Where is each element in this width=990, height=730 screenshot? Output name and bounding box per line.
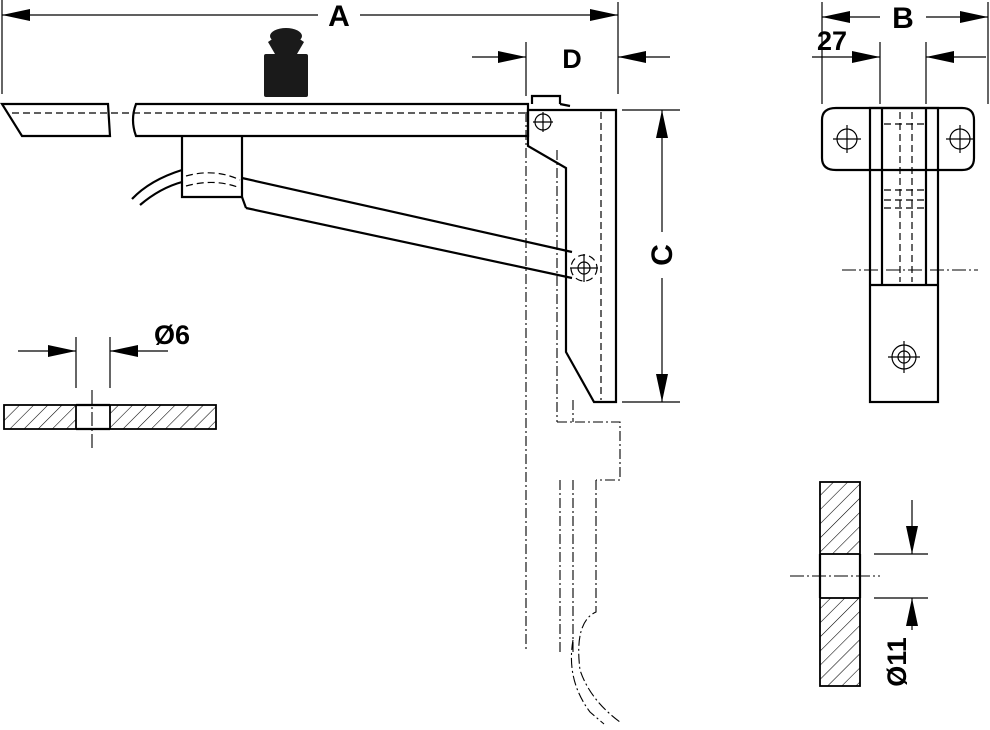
arm-mount [180,136,244,199]
release-lever [131,168,183,200]
folded-phantom [525,112,621,725]
hole-detail-d6: Ø6 [3,320,217,448]
front-view: B 27 [812,2,989,404]
dim-a-label: A [328,0,350,33]
dim-27-label: 27 [817,26,847,56]
screw-hole-left [833,125,861,153]
dimension-c: C [622,109,680,403]
dim-d-label: D [562,44,582,74]
dim-d11-label: Ø11 [882,637,912,687]
arm-hidden-curve [185,172,241,181]
dimension-d: D [472,42,670,96]
screw-hole-bottom [888,341,920,373]
dim-b-label: B [892,2,914,35]
diagonal-strut [241,176,573,254]
wall-plate [526,108,618,404]
dim-d6-label: Ø6 [154,320,190,350]
hole-detail-d11: Ø11 [790,481,928,687]
dimension-b: B [821,2,989,104]
dimension-27: 27 [812,26,986,104]
bracket-body [868,106,940,404]
side-view: A D C [0,0,680,725]
weight-icon [264,28,308,97]
shelf-board-left [0,102,112,138]
dimension-a: A [1,0,619,94]
dim-c-label: C [646,244,679,266]
mounting-plate [820,106,976,172]
screw-hole-right [946,125,974,153]
shelf-board [131,102,530,138]
